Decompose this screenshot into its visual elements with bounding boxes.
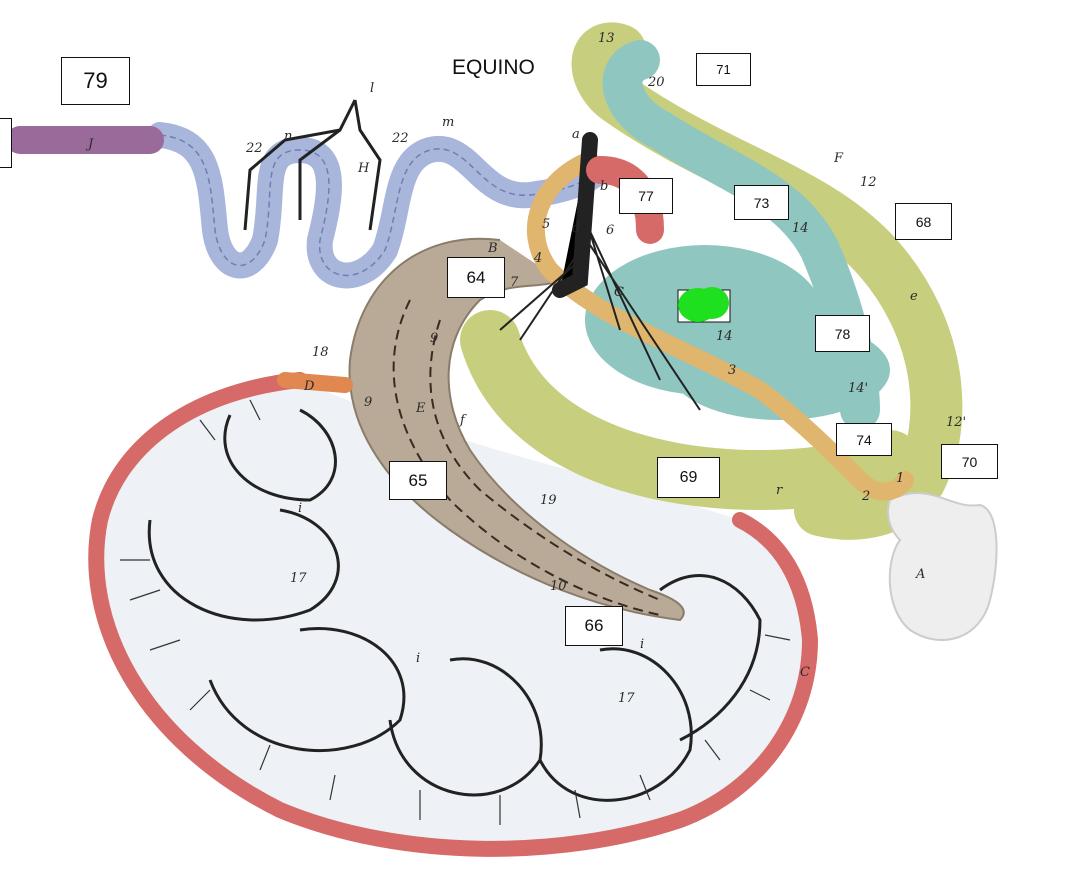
fig-letter-C: C bbox=[614, 285, 624, 300]
jejunal-vessels bbox=[243, 99, 382, 231]
fig-letter-l: l bbox=[370, 81, 374, 96]
label-66: 66 bbox=[565, 606, 623, 646]
fig-letter-r: r bbox=[776, 483, 783, 498]
fig-letter-a: a bbox=[572, 127, 580, 142]
fig-letter-A: A bbox=[915, 567, 925, 582]
fig-num-1: 1 bbox=[896, 471, 904, 486]
label-73: 73 bbox=[734, 185, 789, 220]
fig-letter-F: F bbox=[833, 151, 844, 166]
small-colon-mesentery bbox=[96, 380, 810, 849]
fig-num-7: 7 bbox=[510, 275, 519, 290]
label-78: 78 bbox=[815, 315, 870, 352]
fig-letter-J: J bbox=[85, 137, 94, 152]
mesenteric-root bbox=[552, 132, 598, 298]
stomach bbox=[887, 492, 998, 641]
green-marker bbox=[677, 287, 731, 323]
label-65: 65 bbox=[389, 461, 447, 500]
fig-num-9b: 9 bbox=[364, 395, 372, 410]
label-64: 64 bbox=[447, 257, 505, 298]
label-79: 79 bbox=[61, 57, 130, 105]
jejunum-outline bbox=[159, 134, 601, 277]
fig-num-17b: 17 bbox=[618, 691, 635, 706]
descending-colon-start bbox=[277, 372, 353, 393]
label-69: 69 bbox=[657, 457, 720, 498]
fig-letter-d: d bbox=[572, 221, 580, 236]
label-68: 68 bbox=[895, 203, 952, 240]
label-71: 71 bbox=[696, 53, 751, 86]
fig-num-22a: 22 bbox=[245, 141, 263, 156]
mesentery-small-vessels bbox=[120, 399, 791, 825]
fig-num-14c: 14' bbox=[848, 381, 868, 396]
fig-letter-n: n bbox=[284, 129, 292, 144]
fig-num-14a: 14 bbox=[792, 221, 809, 236]
fig-letter-f: f bbox=[459, 413, 467, 428]
label-77: 77 bbox=[619, 178, 673, 214]
fig-num-19: 19 bbox=[540, 493, 557, 508]
cecum bbox=[348, 237, 685, 622]
fig-num-3: 3 bbox=[728, 363, 736, 378]
fig-num-12b: 12' bbox=[946, 415, 966, 430]
small-colon bbox=[88, 372, 819, 857]
root-vessels bbox=[499, 199, 701, 411]
fig-num-9a: 9 bbox=[430, 331, 438, 346]
fig-num-13: 13 bbox=[598, 31, 615, 46]
fig-num-18: 18 bbox=[312, 345, 329, 360]
fig-letter-b: b bbox=[600, 179, 608, 194]
fig-letter-H: H bbox=[357, 161, 370, 176]
label-74: 74 bbox=[836, 423, 892, 456]
fig-letter-i2: i bbox=[416, 651, 420, 666]
fig-num-17a: 17 bbox=[290, 571, 307, 586]
cecal-bands bbox=[392, 299, 661, 616]
fig-letter-i1: i bbox=[298, 501, 302, 516]
fig-letter-e: e bbox=[910, 289, 918, 304]
fig-letter-m: m bbox=[442, 115, 454, 130]
cropped-label-box bbox=[0, 118, 12, 168]
fig-letter-D: D bbox=[303, 379, 315, 394]
fig-num-5: 5 bbox=[542, 217, 550, 232]
fig-letter-B: B bbox=[487, 241, 498, 256]
fig-num-2: 2 bbox=[861, 489, 870, 504]
fig-num-12: 12 bbox=[860, 175, 877, 190]
fig-num-20: 20 bbox=[647, 75, 665, 90]
fig-num-6: 6 bbox=[606, 223, 614, 238]
fig-letter-E: E bbox=[415, 401, 426, 416]
fig-num-4: 4 bbox=[533, 251, 542, 266]
label-70: 70 bbox=[941, 444, 998, 479]
fig-letter-c: C bbox=[800, 665, 810, 680]
fig-letter-i3: i bbox=[640, 637, 644, 652]
mesentery-vessels bbox=[147, 408, 762, 802]
fig-num-10: 10 bbox=[550, 579, 567, 594]
fig-num-22b: 22 bbox=[391, 131, 409, 146]
small-colon-tan bbox=[526, 151, 914, 501]
fig-num-14b: 14 bbox=[716, 329, 733, 344]
diagram-title: EQUINO bbox=[452, 56, 535, 79]
figure-annotations: J H B C D E F A C n m l a b d e f i i i … bbox=[85, 31, 966, 706]
